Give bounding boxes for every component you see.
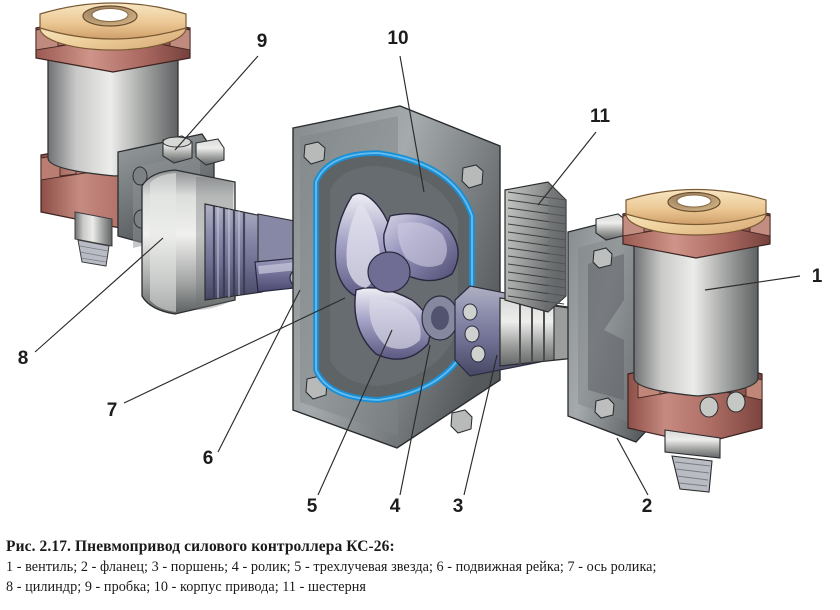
callout-leader-11 (537, 131, 597, 206)
caption-line-1: 1 - вентиль; 2 - фланец; 3 - поршень; 4 … (6, 559, 657, 575)
callout-leader-10 (399, 55, 425, 193)
callout-leader-3 (463, 354, 498, 496)
callout-layer: 1 2 3 4 5 6 7 8 9 10 11 (18, 28, 823, 517)
callout-label-5: 5 (307, 496, 318, 517)
technical-illustration: 1 2 3 4 5 6 7 8 9 10 11 (18, 2, 823, 517)
three-lobe-star (334, 192, 459, 360)
callout-label-7: 7 (107, 400, 118, 421)
callout-leader-6 (217, 289, 301, 453)
callout-leader-4 (399, 344, 431, 496)
callout-label-10: 10 (387, 28, 408, 49)
callout-leader-9 (174, 55, 259, 151)
callout-leader-8 (34, 237, 164, 353)
callout-label-11: 11 (590, 106, 611, 127)
figure-title: Рис. 2.17. Пневмопривод силового контрол… (6, 538, 395, 555)
figure-caption: Рис. 2.17. Пневмопривод силового контрол… (0, 536, 840, 597)
callout-label-1: 1 (812, 266, 823, 287)
callout-label-8: 8 (18, 348, 29, 369)
right-valve-assembly (622, 188, 771, 493)
callout-label-2: 2 (642, 496, 653, 517)
bearing-balls (462, 303, 486, 363)
callout-leader-7 (123, 297, 346, 404)
callout-leader-1 (704, 275, 801, 291)
callout-leader-5 (317, 329, 393, 496)
caption-line-2: 8 - цилиндр; 9 - пробка; 10 - корпус при… (6, 579, 367, 595)
callout-label-4: 4 (390, 496, 401, 517)
callout-label-3: 3 (453, 496, 464, 517)
callout-leader-2 (616, 437, 649, 496)
callout-label-6: 6 (203, 448, 214, 469)
roller (421, 295, 459, 341)
gear (504, 181, 567, 313)
callout-label-9: 9 (257, 31, 268, 52)
